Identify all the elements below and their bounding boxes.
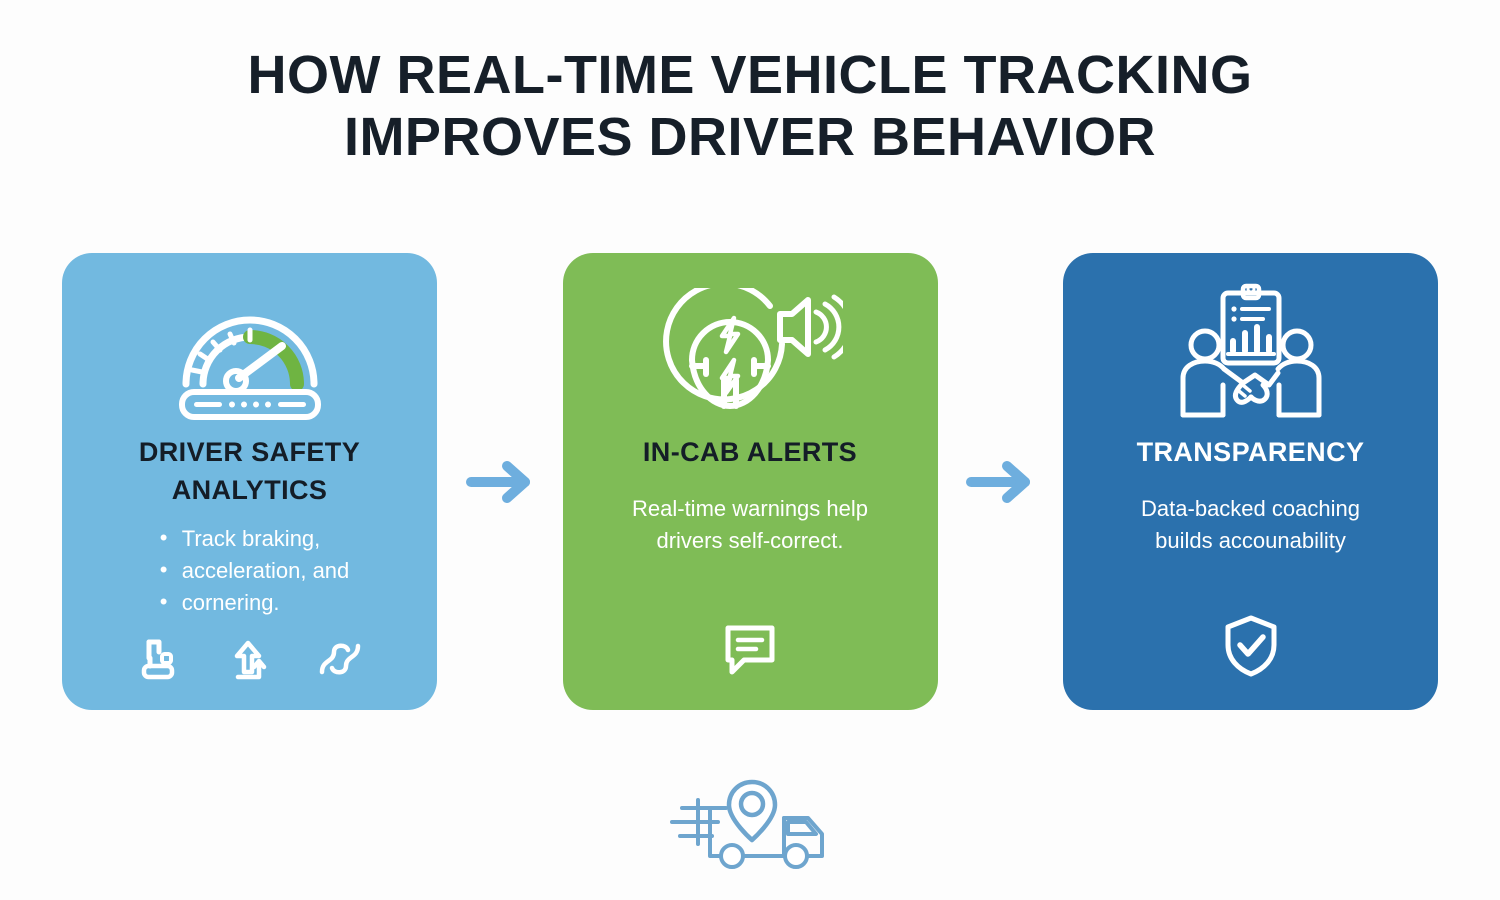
process-steps: DRIVER SAFETY ANALYTICS Track braking, a…	[62, 253, 1438, 710]
card-in-cab-alerts[interactable]: IN-CAB ALERTS Real-time warnings help dr…	[562, 253, 938, 710]
handshake-clipboard-icon	[1171, 283, 1331, 433]
delivery-truck-location-icon	[666, 778, 834, 874]
card-mini-icon-row	[136, 636, 364, 692]
card-description-line-2: drivers self-correct.	[656, 528, 844, 553]
page-title-line-1: HOW REAL-TIME VEHICLE TRACKING	[247, 45, 1253, 105]
card-transparency[interactable]: TRANSPARENCY Data-backed coaching builds…	[1063, 253, 1438, 710]
page-title: HOW REAL-TIME VEHICLE TRACKING IMPROVES …	[0, 44, 1500, 168]
shield-check-icon	[1222, 614, 1280, 692]
card-description: Real-time warnings help drivers self-cor…	[632, 493, 868, 557]
arrow-2	[938, 253, 1064, 710]
list-item: Track braking,	[156, 522, 350, 555]
list-item: acceleration, and	[156, 554, 350, 587]
card-title: DRIVER SAFETY ANALYTICS	[138, 437, 361, 505]
card-description: Data-backed coaching builds accounabilit…	[1141, 493, 1360, 557]
card-description-line-1: Data-backed coaching	[1141, 496, 1360, 521]
card-bullet-list: Track braking, acceleration, and corneri…	[150, 522, 350, 619]
footer-graphic	[0, 778, 1500, 874]
page-title-line-2: IMPROVES DRIVER BEHAVIOR	[343, 107, 1157, 167]
card-description-line-2: builds accounability	[1155, 528, 1346, 553]
chat-bubble-icon	[720, 622, 780, 692]
speedometer-icon	[170, 283, 330, 433]
arrow-right-icon	[963, 458, 1037, 506]
card-title: IN-CAB ALERTS	[642, 437, 858, 467]
card-description-line-1: Real-time warnings help	[632, 496, 868, 521]
brake-pedal-icon	[136, 636, 184, 684]
list-item: cornering.	[156, 586, 350, 619]
cornering-road-icon	[316, 636, 364, 684]
acceleration-arrow-icon	[226, 636, 274, 684]
card-driver-safety-analytics[interactable]: DRIVER SAFETY ANALYTICS Track braking, a…	[62, 253, 437, 710]
arrow-right-icon	[463, 458, 537, 506]
arrow-1	[437, 253, 563, 710]
card-title: TRANSPARENCY	[1136, 437, 1365, 467]
steering-wheel-alert-icon	[658, 283, 843, 433]
